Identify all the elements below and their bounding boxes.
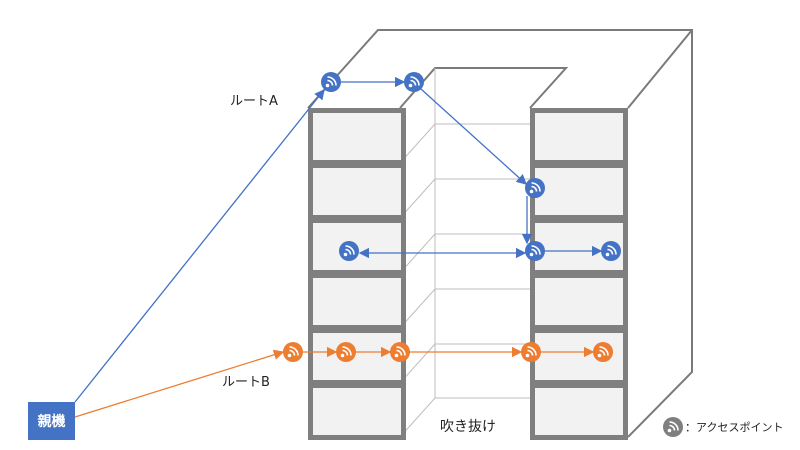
access-point-icon	[593, 342, 613, 362]
floor-left-3	[308, 218, 406, 275]
route-b-label: ルートB	[222, 375, 270, 390]
route-b-links	[74, 346, 595, 418]
access-point-icon	[283, 342, 303, 362]
floor-right-1	[530, 108, 628, 165]
legend-label: ：アクセスポイント	[685, 421, 784, 434]
access-point-icon	[404, 72, 424, 92]
floor-left-4	[308, 273, 406, 330]
floor-left-5	[308, 328, 406, 385]
atrium-label: 吹き抜け	[440, 419, 496, 435]
access-point-icon	[336, 342, 356, 362]
atrium-void	[399, 68, 530, 438]
access-point-icon	[521, 342, 541, 362]
floor-right-4	[530, 273, 628, 330]
building-towers	[308, 108, 628, 440]
legend-access-point-icon	[663, 417, 683, 437]
parent-unit: 親機	[28, 402, 75, 440]
floor-right-6	[530, 383, 628, 440]
floor-left-1	[308, 108, 406, 165]
floor-right-2	[530, 163, 628, 220]
access-point-icon	[525, 241, 545, 261]
route-a-label: ルートA	[230, 94, 278, 109]
access-point-icon	[321, 72, 341, 92]
floor-left-2	[308, 163, 406, 220]
access-point-icon	[601, 241, 621, 261]
access-point-icon	[525, 178, 545, 198]
route-a-links	[74, 76, 603, 403]
floor-left-6	[308, 383, 406, 440]
access-points	[283, 72, 683, 437]
access-point-icon	[390, 342, 410, 362]
access-point-icon	[339, 241, 359, 261]
